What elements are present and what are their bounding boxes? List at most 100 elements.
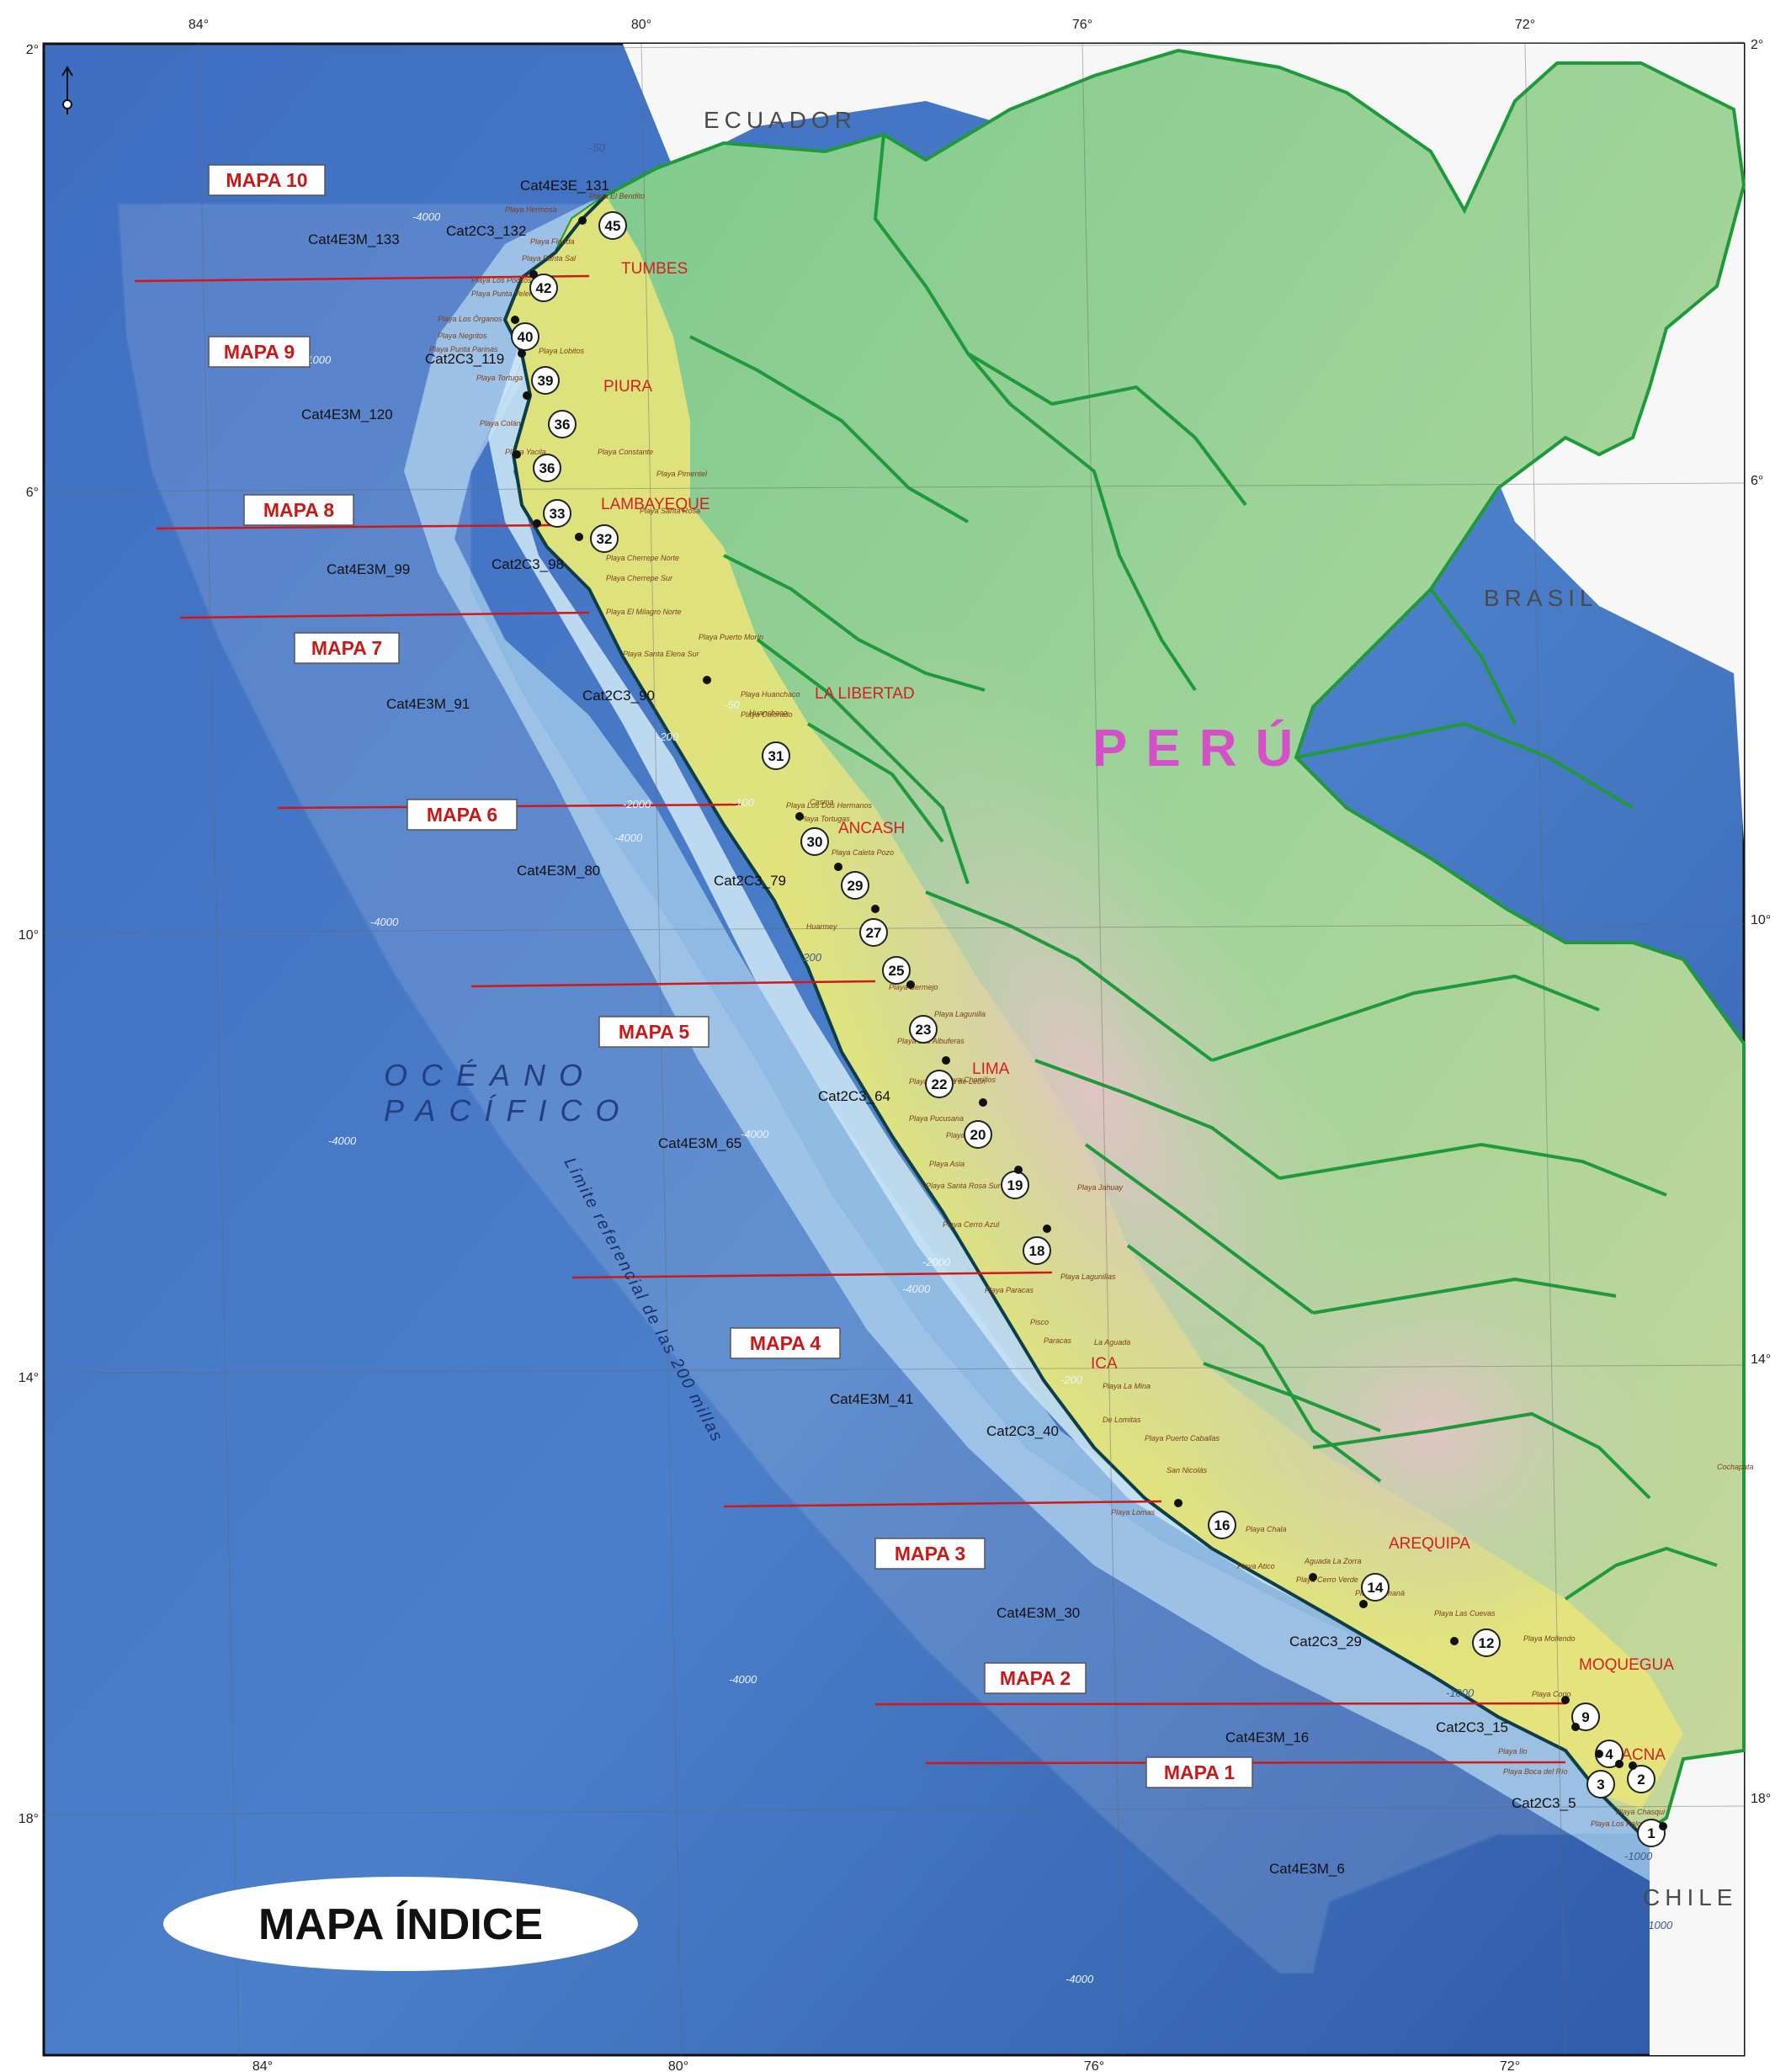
beach-label: Playa Punta Sal	[522, 254, 577, 263]
catalog-code: Cat2C3_119	[425, 351, 504, 367]
beach-label: Playa Santa Rosa	[640, 507, 700, 515]
lat-tick-left: 6°	[26, 486, 39, 500]
coast-point	[1659, 1822, 1667, 1830]
segment-marker: 19	[1001, 1171, 1029, 1199]
segment-marker: 29	[841, 871, 869, 900]
segment-markers: 4542403936363332313029272523222019181614…	[511, 211, 1667, 1847]
map-sheet-box: MAPA 10	[208, 164, 326, 196]
coast-point	[906, 980, 915, 989]
beach-label: Playa Tortugas	[800, 815, 850, 823]
coast-point	[511, 316, 519, 324]
ocean-label-line1: OCÉANO	[384, 1058, 596, 1092]
title-oval	[163, 1877, 638, 1971]
coast-point	[703, 676, 711, 684]
segment-marker: 39	[531, 366, 560, 395]
catalog-code: Cat4E3M_80	[517, 863, 600, 879]
segment-marker-number: 3	[1597, 1777, 1604, 1793]
segment-marker-number: 22	[932, 1076, 948, 1092]
department-label: ANCASH	[838, 820, 905, 837]
beach-label: Playa Constante	[598, 448, 653, 456]
country-label-peru: PERÚ	[1092, 720, 1311, 778]
catalog-code: Cat4E3M_91	[386, 696, 470, 712]
segment-marker-number: 29	[848, 878, 864, 894]
segment-marker: 16	[1208, 1511, 1236, 1539]
map-sheet-label: MAPA 4	[750, 1332, 821, 1354]
depth-label: -4000	[328, 1134, 357, 1147]
segment-marker: 2	[1627, 1765, 1655, 1793]
catalog-code: Cat4E3M_16	[1225, 1729, 1309, 1745]
coast-point	[523, 391, 531, 400]
beach-label: Playa El Bendito	[589, 192, 645, 200]
coast-point	[1615, 1760, 1624, 1768]
coast-point	[578, 216, 587, 225]
beach-label: Playa Caleta Pozo	[832, 848, 894, 857]
beach-label: Playa Boca del Río	[1503, 1767, 1568, 1776]
beach-label: Playa Hermosa	[505, 205, 557, 214]
catalog-code: Cat4E3M_30	[996, 1605, 1080, 1621]
coast-point	[1595, 1750, 1603, 1758]
beach-label: Playa Colán	[480, 419, 521, 428]
strip-line	[571, 1271, 1053, 1279]
beach-label: Playa La Mina	[1103, 1382, 1151, 1390]
map-sheet-box: MAPA 6	[407, 799, 518, 831]
depth-label: -1000	[1446, 1687, 1475, 1699]
lat-tick-right: 6°	[1751, 474, 1763, 488]
place-label: Casma	[810, 798, 834, 806]
segment-marker-number: 36	[555, 417, 571, 433]
beach-label: Playa Punta Parinas	[429, 345, 498, 353]
place-label: Huarmey	[806, 922, 837, 931]
parallel-line	[43, 482, 1745, 492]
coast-point	[1174, 1499, 1182, 1507]
catalog-code: Cat2C3_90	[582, 688, 655, 704]
meridian-line	[1524, 43, 1566, 2056]
map-sheet-label: MAPA 3	[895, 1543, 965, 1565]
coast-point	[871, 905, 880, 913]
segment-marker-number: 45	[605, 218, 621, 234]
map-sheet-label: MAPA 2	[1000, 1667, 1071, 1689]
catalog-code: Cat2C3_98	[492, 556, 564, 572]
segment-marker-number: 36	[539, 460, 555, 476]
depth-label: -4000	[614, 831, 643, 844]
catalog-code: Cat4E3M_6	[1269, 1861, 1345, 1877]
map-sheet-label: MAPA 1	[1164, 1761, 1236, 1783]
beach-label: Playa Santa Rosa Sur	[926, 1182, 1002, 1190]
department-label: LAMBAYEQUE	[601, 496, 710, 513]
catalog-code: Cat4E3E_131	[520, 178, 609, 194]
catalog-code: Cat2C3_40	[986, 1423, 1059, 1439]
segment-marker: 32	[590, 524, 619, 553]
beach-label: Playa Chorrillos	[943, 1076, 996, 1084]
segment-marker: 36	[533, 454, 561, 482]
segment-marker-number: 16	[1214, 1517, 1230, 1533]
map-sheet-label: MAPA 6	[427, 804, 497, 826]
map-sheet-box: MAPA 9	[208, 336, 311, 368]
coast-point	[513, 450, 521, 459]
beach-label: Playa Asia	[929, 1160, 965, 1168]
segment-marker-number: 14	[1368, 1580, 1384, 1596]
lat-tick-right: 2°	[1751, 38, 1763, 52]
beach-label: Playa Los Pocitos	[471, 276, 532, 284]
lon-tick-bottom: 84°	[252, 2059, 273, 2072]
map-sheet-box: MAPA 4	[730, 1327, 841, 1359]
map-sheet-box: MAPA 1	[1145, 1756, 1253, 1788]
segment-marker: 22	[925, 1070, 954, 1098]
segment-marker: 18	[1023, 1236, 1051, 1265]
lon-tick-top: 84°	[189, 18, 209, 32]
beach-label: Playa Las Cuevas	[1434, 1609, 1496, 1618]
coast-point	[575, 533, 583, 541]
segment-marker-number: 18	[1029, 1243, 1045, 1259]
beach-label: Playa Chasqui	[1616, 1808, 1666, 1816]
department-label: TACNA	[1613, 1746, 1666, 1764]
place-label: Cochapata	[1717, 1463, 1754, 1471]
catalog-code: Cat2C3_5	[1512, 1795, 1576, 1811]
segment-marker-number: 42	[536, 280, 552, 296]
map-title: MAPA ÍNDICE	[258, 1900, 543, 1949]
depth-label: -1000	[1624, 1850, 1653, 1862]
coast-point	[1309, 1573, 1317, 1581]
segment-marker: 23	[909, 1015, 938, 1044]
segment-marker-number: 31	[768, 748, 784, 764]
